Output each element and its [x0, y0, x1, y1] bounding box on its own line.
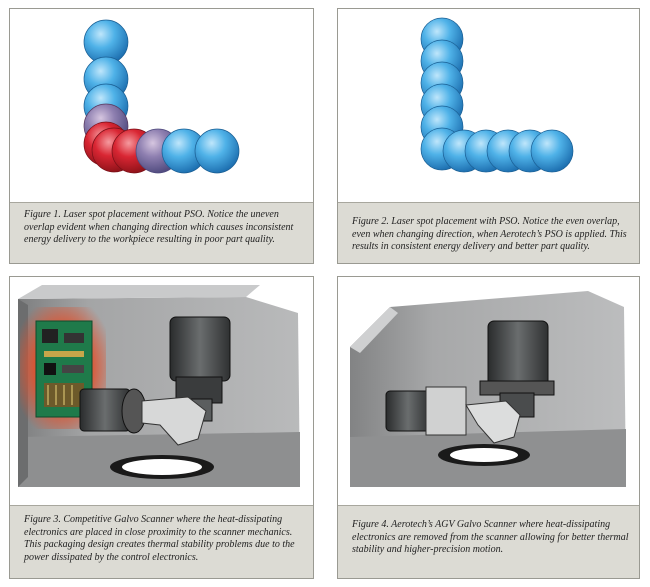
galvo-motor-assembly — [79, 316, 231, 446]
figure-1-illustration — [10, 9, 313, 202]
circuit-board — [20, 307, 106, 429]
scanner-aperture — [438, 444, 530, 466]
figure-2-panel: Figure 2. Laser spot placement with PSO.… — [337, 8, 640, 264]
figure-1-panel: Figure 1. Laser spot placement without P… — [9, 8, 314, 264]
figure-2-caption: Figure 2. Laser spot placement with PSO.… — [338, 202, 639, 263]
figure-3-caption: Figure 3. Competitive Galvo Scanner wher… — [10, 505, 313, 578]
laser-spot-pattern-even — [420, 17, 574, 173]
figure-3-panel: Figure 3. Competitive Galvo Scanner wher… — [9, 276, 314, 579]
figure-4-illustration — [338, 277, 639, 505]
figure-4-caption: Figure 4. Aerotech’s AGV Galvo Scanner w… — [338, 505, 639, 578]
figure-3-illustration — [10, 277, 313, 505]
galvo-motor-assembly — [385, 320, 555, 444]
figure-4-panel: Figure 4. Aerotech’s AGV Galvo Scanner w… — [337, 276, 640, 579]
laser-spot-pattern-uneven — [83, 19, 240, 174]
figure-2-illustration — [338, 9, 639, 202]
figure-1-caption: Figure 1. Laser spot placement without P… — [10, 202, 313, 263]
scanner-aperture — [110, 455, 214, 479]
